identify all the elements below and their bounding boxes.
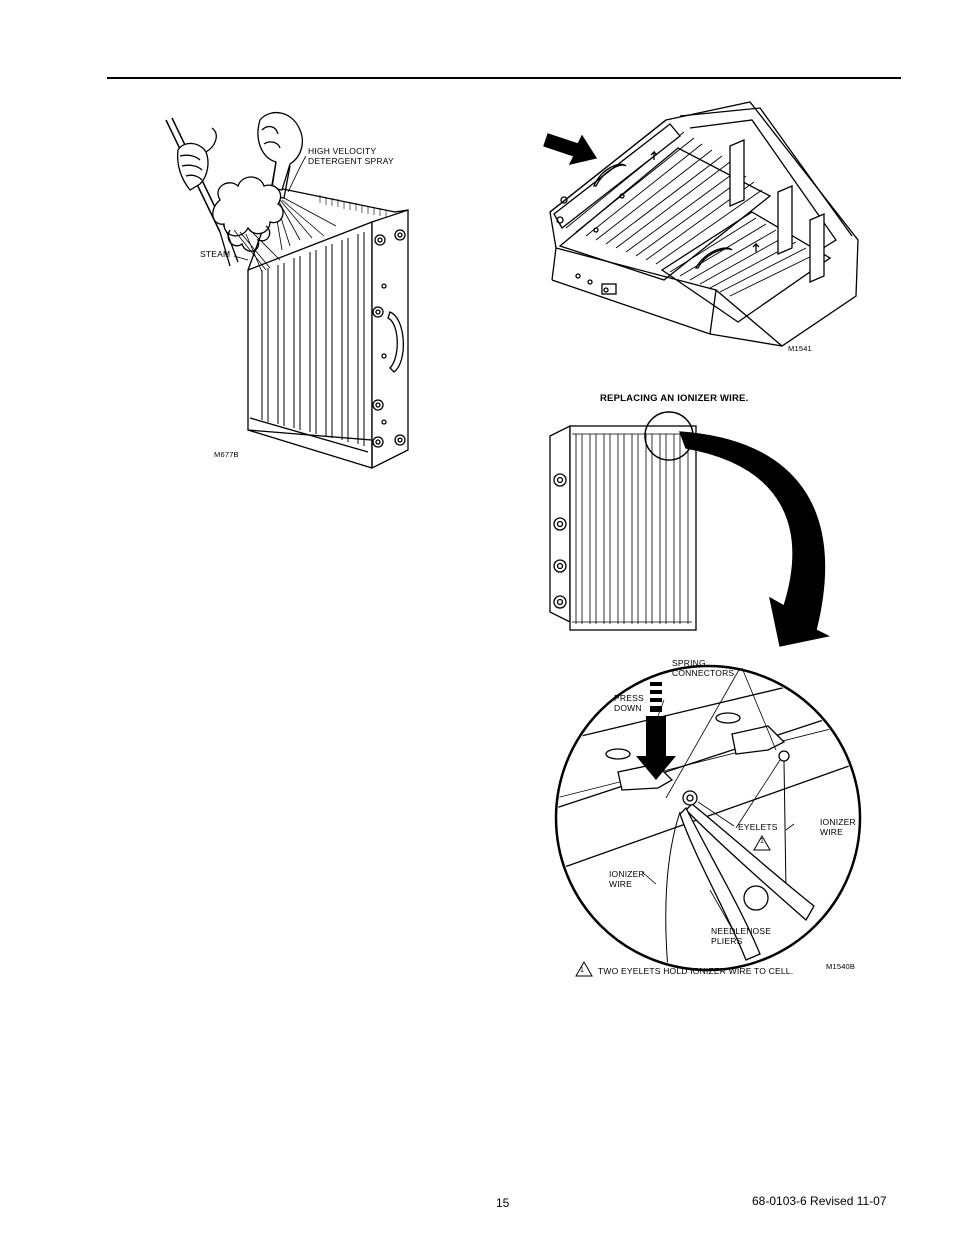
page-number: 15: [496, 1196, 510, 1210]
note-number: 1: [580, 967, 585, 974]
label-ionizer-wire-right: IONIZER WIRE: [820, 817, 856, 837]
label-needlenose-pliers: NEEDLENOSE PLIERS: [711, 926, 772, 946]
label-steam: STEAM: [200, 249, 231, 259]
label-spring-connectors: SPRING CONNECTORS: [672, 658, 735, 678]
note-text: TWO EYELETS HOLD IONIZER WIRE TO CELL.: [598, 966, 794, 976]
figure-code-m677b: M677B: [214, 450, 239, 459]
figure-code-m1540b: M1540B: [826, 962, 856, 971]
warning-number-eyelets: 1: [760, 838, 765, 845]
document-reference: 68-0103-6 Revised 11-07: [752, 1194, 887, 1208]
header-rule: [107, 77, 901, 79]
cell-removal-illustration: [543, 101, 859, 347]
label-high-velocity-spray: HIGH VELOCITY DETERGENT SPRAY: [308, 146, 394, 166]
ionizer-cell-illustration: [549, 411, 862, 977]
figure-title-replacing-ionizer-wire: REPLACING AN IONIZER WIRE.: [600, 393, 749, 404]
figure-code-m1541: M1541: [788, 344, 812, 353]
label-press-down: PRESS DOWN: [614, 693, 644, 713]
label-eyelets: EYELETS: [738, 822, 778, 832]
label-ionizer-wire-left: IONIZER WIRE: [609, 869, 645, 889]
cleaning-illustration: [165, 111, 409, 470]
